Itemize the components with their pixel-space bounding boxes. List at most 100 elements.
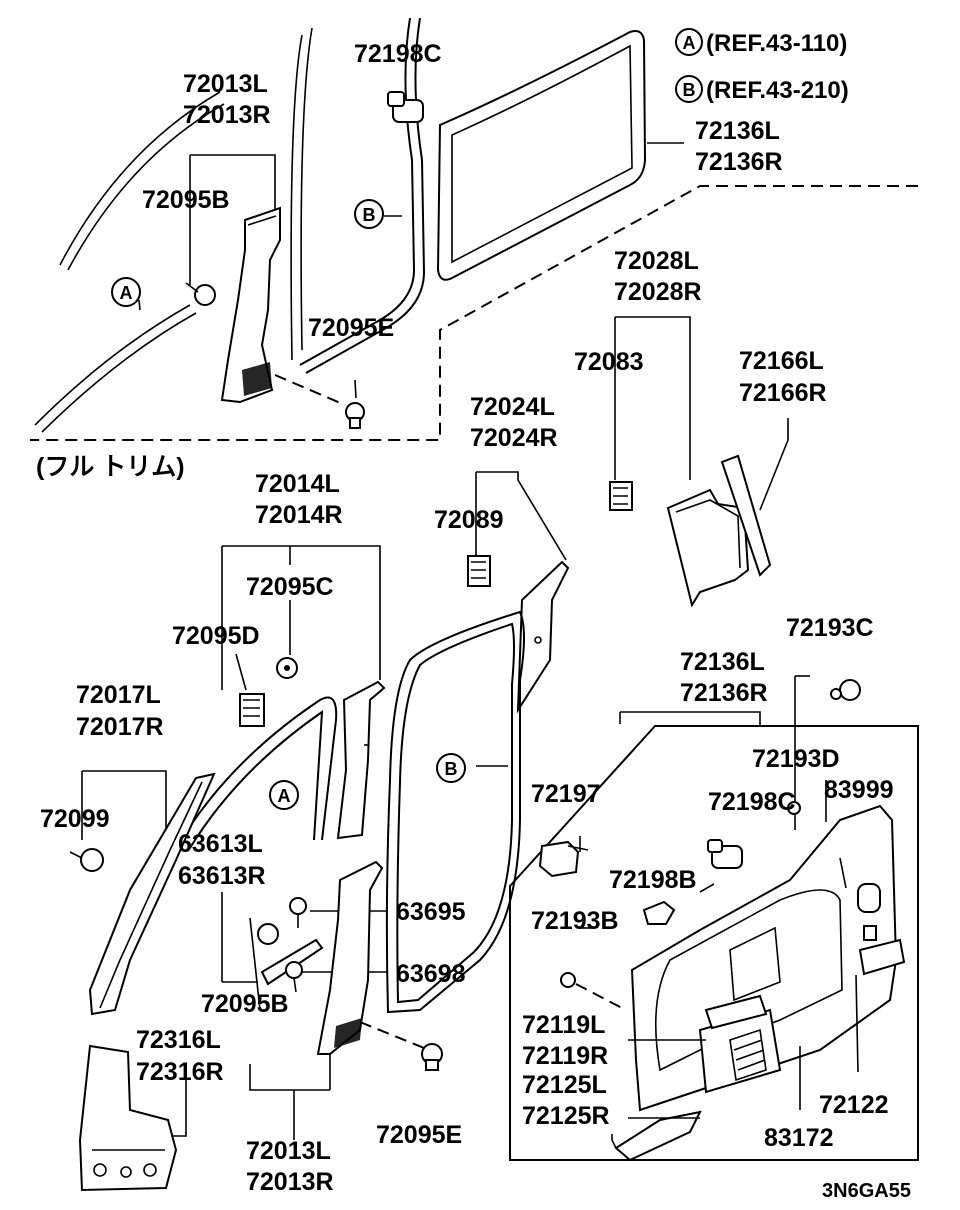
label-72198c-top: 72198C (354, 40, 442, 68)
label-72316r: 72316R (136, 1058, 224, 1086)
clip-72193c (830, 679, 861, 701)
trim-72119 (704, 994, 768, 1030)
label-72095b-bottom: 72095B (201, 990, 289, 1018)
label-63698: 63698 (396, 960, 466, 988)
ref-a-letter: A (683, 33, 696, 53)
label-72024l: 72024L (470, 393, 555, 421)
label-72014r: 72014R (255, 501, 343, 529)
pillar-trim-72024 (516, 560, 570, 714)
pillar-trim-72028 (666, 488, 750, 608)
b-pillar-trim-upper (220, 206, 281, 404)
scuff-strip (614, 1110, 702, 1162)
label-83999: 83999 (824, 776, 894, 804)
label-72095e-bottom: 72095E (376, 1121, 462, 1149)
label-72119l: 72119L (522, 1011, 605, 1039)
clip-72089 (467, 555, 491, 587)
label-72024r: 72024R (470, 424, 558, 452)
cap-83999 (857, 883, 881, 941)
label-72125r: 72125R (522, 1102, 610, 1130)
label-72119r: 72119R (522, 1042, 608, 1070)
label-72013l-bottom: 72013L (246, 1137, 331, 1165)
label-72122: 72122 (819, 1091, 889, 1119)
screw-72095e-bottom (359, 1021, 443, 1071)
label-72095d: 72095D (172, 622, 260, 650)
mid-lines (475, 471, 567, 561)
door-weatherstrip-b (385, 610, 525, 1014)
ref-b-letter: B (683, 80, 696, 100)
label-72013r-bottom: 72013R (246, 1168, 334, 1196)
clip-72197 (538, 840, 589, 878)
ref-b-text: (REF.43-210) (706, 77, 849, 104)
mid-right-lines (614, 316, 789, 511)
screw-63695 (289, 897, 307, 928)
ref-a-text: (REF.43-110) (706, 30, 847, 57)
label-72193c: 72193C (786, 614, 874, 642)
label-72136l-top: 72136L (695, 117, 780, 145)
clip-72198c-bottom (707, 839, 743, 869)
label-72166r: 72166R (739, 379, 827, 407)
screw-72193b (560, 972, 623, 1009)
label-72197: 72197 (531, 780, 601, 808)
pillar-trim-72017 (88, 772, 216, 1016)
label-63695: 63695 (396, 898, 466, 926)
label-72089: 72089 (434, 506, 504, 534)
callout-a-top-letter: A (120, 283, 133, 303)
right-lower-leaders (580, 857, 859, 1149)
pillar-trim-72014 (336, 680, 386, 840)
label-72014l: 72014L (255, 470, 340, 498)
left-mid-lines (221, 545, 381, 691)
clip-72083 (609, 481, 633, 511)
callout-b-mid (436, 753, 466, 783)
screw-72095e-top (274, 374, 365, 429)
label-72013l-top: 72013L (183, 70, 268, 98)
clip-72198b (642, 900, 676, 925)
label-72017r: 72017R (76, 713, 164, 741)
label-72095b-top: 72095B (142, 186, 230, 214)
panel-side-72316 (78, 1044, 178, 1192)
label-72095c: 72095C (246, 573, 334, 601)
label-72166l: 72166L (739, 347, 824, 375)
label-72193b: 72193B (531, 907, 619, 935)
label-72013r-top: 72013R (183, 101, 271, 129)
note-full-trim: (フル トリム) (36, 453, 185, 481)
label-72017l: 72017L (76, 681, 161, 709)
top-section-lines (30, 17, 918, 441)
callout-b-mid-letter: B (445, 759, 458, 779)
ref-a-circle (675, 28, 703, 56)
label-72198c-bottom: 72198C (708, 788, 796, 816)
callout-b-top-letter: B (363, 205, 376, 225)
label-63613r: 63613R (178, 862, 266, 890)
callout-a-mid-letter: A (278, 786, 291, 806)
trim-72122 (858, 938, 906, 976)
label-72099: 72099 (40, 805, 110, 833)
label-72083: 72083 (574, 348, 644, 376)
label-72028l: 72028L (614, 247, 699, 275)
label-72193d: 72193D (752, 745, 840, 773)
label-72125l: 72125L (522, 1071, 607, 1099)
clip-72099 (69, 848, 104, 872)
label-72136r-bottom: 72136R (680, 679, 768, 707)
callout-a-mid (269, 780, 299, 810)
side-window-glass (436, 30, 647, 281)
trim-strip-72166 (720, 454, 772, 577)
label-72198b: 72198B (609, 866, 697, 894)
clip-72095b-bottom (257, 923, 279, 945)
diagram-code: 3N6GA55 (822, 1180, 911, 1202)
clip-72198c-top (387, 91, 424, 123)
screw-63698 (285, 961, 303, 993)
label-72095e-top: 72095E (308, 314, 394, 342)
clip-72095b-top (185, 282, 216, 306)
clip-72095c (276, 657, 298, 679)
right-lower-frame (509, 675, 919, 1161)
screw-72193d (787, 801, 801, 815)
callout-a-top (111, 277, 141, 307)
label-83172: 83172 (764, 1124, 834, 1152)
reference-legend: A (REF.43-110) B (REF.43-210) (675, 28, 849, 104)
clip-72095d (239, 693, 265, 727)
pocket-grille (729, 1028, 767, 1082)
label-72136r-top: 72136R (695, 148, 783, 176)
label-72028r: 72028R (614, 278, 702, 306)
ref-b-circle (675, 75, 703, 103)
label-72136l-bottom: 72136L (680, 648, 765, 676)
